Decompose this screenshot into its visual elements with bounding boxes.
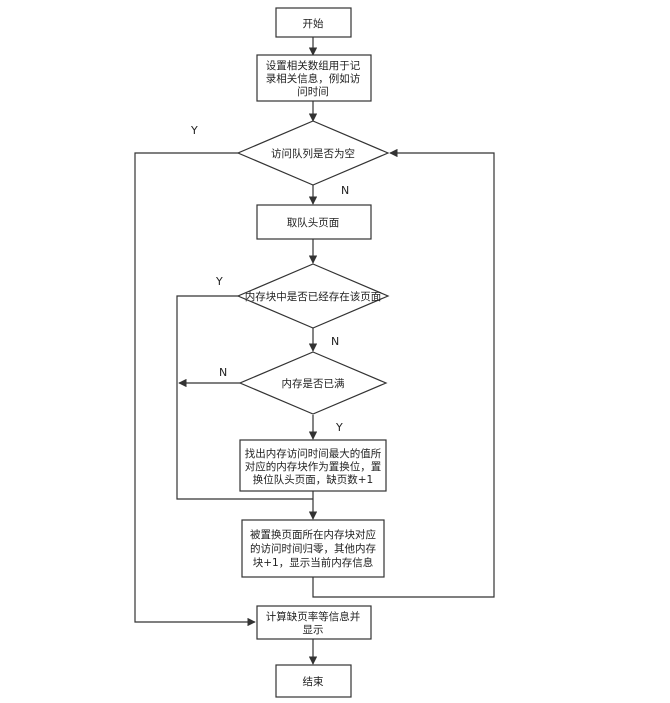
start-label: 开始	[303, 17, 324, 30]
reset-time-line-1: 被置换页面所在内存块对应	[250, 528, 376, 541]
queue-empty-decision: 访问队列是否为空	[236, 120, 390, 186]
compute-line-2: 显示	[303, 624, 324, 636]
queue-empty-yes-label: Y	[190, 124, 198, 137]
edge-inmem-yes	[176, 295, 313, 500]
end-node: 结束	[275, 664, 352, 698]
edge-loop-back	[312, 148, 495, 598]
take-head-label: 取队头页面	[287, 216, 340, 229]
in-memory-yes-label: Y	[215, 275, 223, 288]
memory-full-label: 内存是否已满	[282, 377, 345, 390]
find-max-node: 找出内存访问时间最大的值所 对应的内存块作为置换位，置 换位队头页面，缺页数+1	[239, 439, 387, 492]
in-memory-label: 内存块中是否已经存在该页面	[245, 290, 382, 303]
init-line-1: 设置相关数组用于记	[266, 59, 361, 72]
in-memory-no-label: N	[331, 335, 339, 348]
start-node: 开始	[275, 7, 352, 38]
memory-full-decision: 内存是否已满	[238, 351, 388, 415]
find-max-line-3: 换位队头页面，缺页数+1	[253, 473, 373, 486]
memory-full-no-label: N	[219, 366, 227, 379]
find-max-line-1: 找出内存访问时间最大的值所	[245, 447, 382, 460]
in-memory-decision: 内存块中是否已经存在该页面	[236, 263, 390, 329]
reset-time-node: 被置换页面所在内存块对应 的访问时间归零，其他内存 块+1，显示当前内存信息	[241, 519, 385, 578]
find-max-line-2: 对应的内存块作为置换位，置	[245, 460, 382, 473]
compute-line-1: 计算缺页率等信息并	[266, 610, 361, 623]
init-node: 设置相关数组用于记 录相关信息，例如访 问时间	[256, 54, 372, 102]
memory-full-yes-label: Y	[335, 421, 343, 434]
init-line-3: 问时间	[297, 85, 329, 98]
take-head-node: 取队头页面	[256, 204, 372, 240]
init-line-2: 录相关信息，例如访	[266, 72, 361, 85]
reset-time-line-2: 的访问时间归零，其他内存	[250, 542, 376, 555]
reset-time-line-3: 块+1，显示当前内存信息	[253, 556, 373, 569]
queue-empty-label: 访问队列是否为空	[271, 147, 355, 160]
queue-empty-no-label: N	[341, 184, 349, 197]
edges	[134, 37, 495, 665]
compute-node: 计算缺页率等信息并 显示	[256, 605, 372, 640]
edge-queue-yes-compute	[134, 152, 256, 627]
end-label: 结束	[303, 675, 324, 688]
